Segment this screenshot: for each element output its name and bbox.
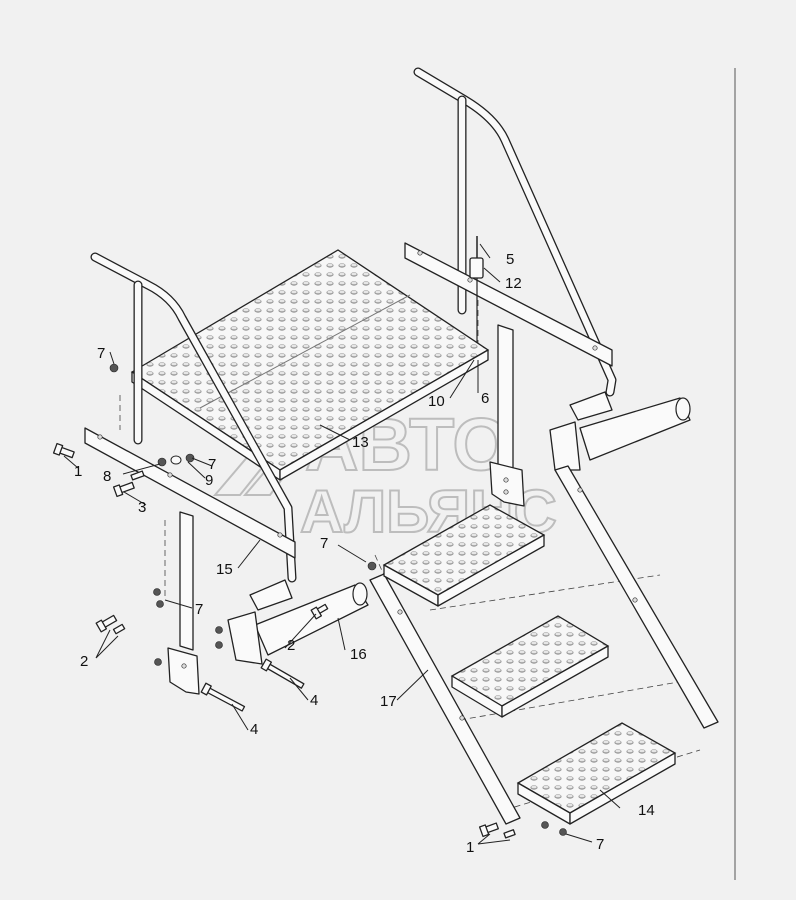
fasteners [52,363,567,839]
callout-7-step: 7 [320,535,328,552]
stair-step-middle [450,615,610,718]
callout-8: 8 [103,468,111,485]
stair-step-top [382,504,546,607]
callout-4-upper: 4 [310,692,318,709]
callout-9: 9 [205,472,213,489]
callout-2-right: 2 [287,637,295,654]
callout-6: 6 [481,390,489,407]
front-side-bar [84,427,296,559]
callout-1-lower: 1 [466,839,474,856]
lower-left-bracket [227,579,369,665]
callout-12: 12 [505,275,522,292]
stair-stringers [369,465,719,825]
callout-7-leg: 7 [195,601,203,618]
callout-7-top: 7 [97,345,105,362]
callout-7-bar: 7 [208,456,216,473]
callout-3: 3 [138,499,146,516]
upper-right-bracket [549,391,691,471]
callout-16: 16 [350,646,367,663]
rear-support-leg [489,324,525,507]
callout-labels: 1 1 2 2 3 4 4 5 6 7 7 7 7 7 8 9 10 12 13… [74,251,655,856]
left-handrail [90,252,297,583]
callout-17: 17 [380,693,397,710]
callout-14: 14 [638,802,655,819]
stair-step-bottom [516,722,677,825]
front-support-leg [167,511,200,695]
callout-2-left: 2 [80,653,88,670]
callout-10: 10 [428,393,445,410]
callout-7-bottom: 7 [596,836,604,853]
leader-lines [63,243,621,845]
callout-13: 13 [352,434,369,451]
platform-grating [130,249,490,481]
rear-side-bar [404,242,613,367]
callout-15: 15 [216,561,233,578]
callout-1-upper: 1 [74,463,82,480]
callout-5: 5 [506,251,514,268]
callout-4-lower: 4 [250,721,258,738]
